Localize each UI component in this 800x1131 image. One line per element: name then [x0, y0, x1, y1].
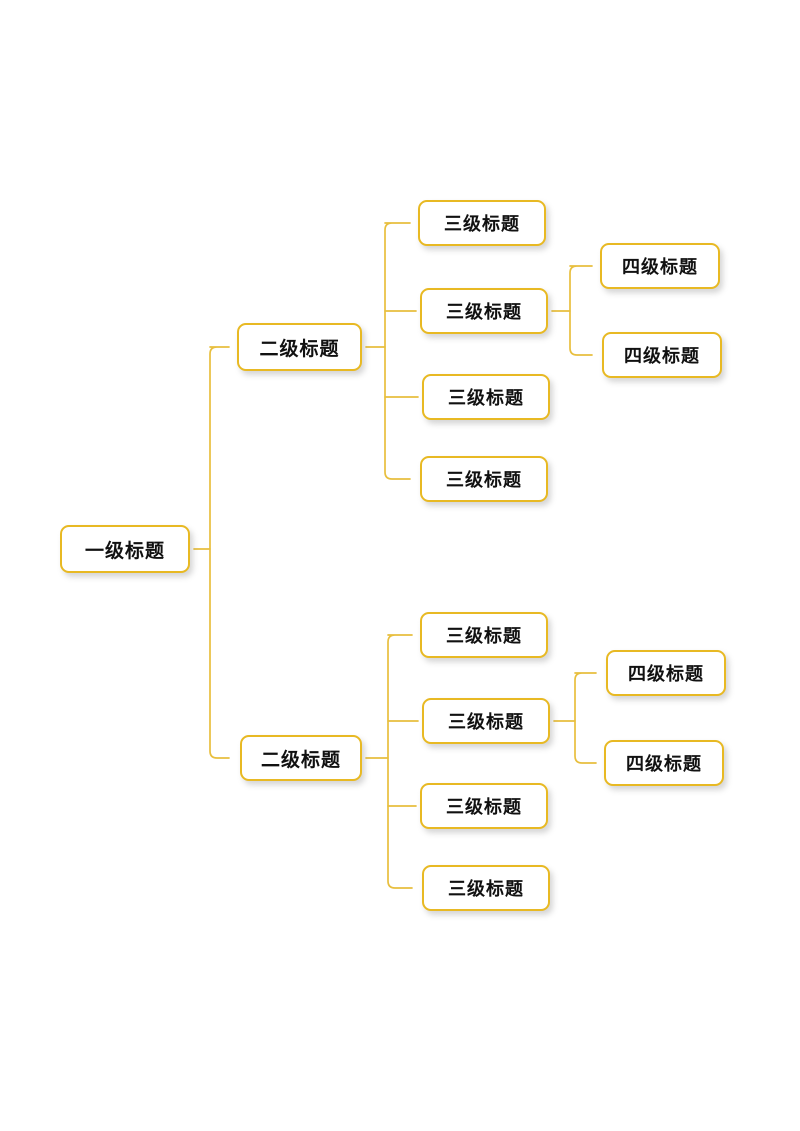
node-level4-top-2[interactable]: 四级标题: [602, 332, 722, 378]
node-label: 三级标题: [448, 712, 524, 732]
node-level2-top[interactable]: 二级标题: [237, 323, 362, 371]
node-label: 三级标题: [446, 302, 522, 322]
node-level3-top-2[interactable]: 三级标题: [420, 288, 548, 334]
node-level4-top-1[interactable]: 四级标题: [600, 243, 720, 289]
node-level2-bottom[interactable]: 二级标题: [240, 735, 362, 781]
node-label: 四级标题: [628, 664, 704, 684]
node-level3-bottom-1[interactable]: 三级标题: [420, 612, 548, 658]
node-level3-bottom-2[interactable]: 三级标题: [422, 698, 550, 744]
node-label: 三级标题: [446, 470, 522, 490]
node-level3-top-4[interactable]: 三级标题: [420, 456, 548, 502]
node-label: 三级标题: [446, 626, 522, 646]
link-top-l3-spine: [569, 265, 593, 356]
node-label: 四级标题: [624, 346, 700, 366]
node-label: 四级标题: [622, 257, 698, 277]
node-label: 二级标题: [259, 338, 340, 360]
node-level3-bottom-4[interactable]: 三级标题: [422, 865, 550, 911]
node-level1-root[interactable]: 一级标题: [60, 525, 190, 573]
node-label: 三级标题: [448, 879, 524, 899]
node-level3-top-3[interactable]: 三级标题: [422, 374, 550, 420]
node-label: 三级标题: [446, 797, 522, 817]
link-bottom-l3-spine: [574, 672, 597, 764]
node-label: 四级标题: [626, 754, 702, 774]
link-bottom-l2-spine: [387, 634, 413, 889]
node-label: 三级标题: [444, 214, 520, 234]
node-level3-top-1[interactable]: 三级标题: [418, 200, 546, 246]
link-root-spine: [209, 346, 230, 759]
node-level4-bottom-1[interactable]: 四级标题: [606, 650, 726, 696]
node-level3-bottom-3[interactable]: 三级标题: [420, 783, 548, 829]
link-top-l2-spine: [384, 222, 411, 480]
node-label: 一级标题: [84, 540, 165, 562]
node-label: 三级标题: [448, 388, 524, 408]
node-level4-bottom-2[interactable]: 四级标题: [604, 740, 724, 786]
node-label: 二级标题: [260, 749, 341, 771]
